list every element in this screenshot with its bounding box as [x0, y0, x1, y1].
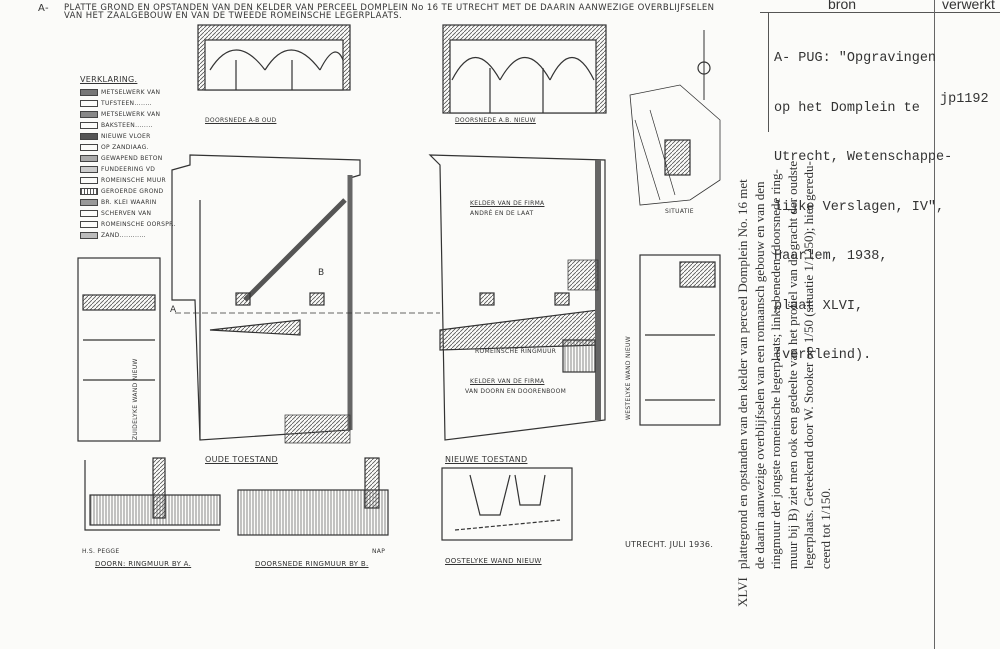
label-ring-a: DOORN: RINGMUUR BY A.: [95, 560, 192, 568]
legend-swatch: [80, 144, 98, 151]
plan-new-drawing: [428, 154, 606, 441]
label-roman-wall: ROMEINSCHE RINGMUUR: [475, 348, 557, 355]
legend-item: OP ZANDIAAG.: [101, 144, 149, 151]
caption-text: plattegrond en opstanden van den kelder …: [735, 161, 845, 569]
caption-line: legerplaats. Geteekend door W. Stooker o…: [801, 161, 816, 570]
label-nap: NAP: [372, 548, 386, 555]
legend-item: ZAND............: [101, 232, 147, 239]
legend-item: ROMEINSCHE MUUR: [101, 177, 166, 184]
label-old-state: OUDE TOESTAND: [205, 455, 279, 464]
legend-swatch: [80, 210, 98, 217]
legend-swatch: [80, 89, 98, 96]
source-line: Utrecht, Wetenschappe-: [774, 150, 953, 165]
source-reference: A- PUG: "Opgravingen op het Domplein te …: [774, 18, 952, 381]
header-rule-top: [760, 12, 1000, 13]
source-line: plaat XLVI,: [774, 298, 864, 314]
legend-swatch: [80, 111, 98, 118]
caption-number: XLVI: [735, 577, 750, 607]
plate-title-1: PLATTE GROND EN OPSTANDEN VAN DEN KELDER…: [64, 3, 715, 13]
legend-item: SCHERVEN VAN: [101, 210, 152, 217]
legend-item: GEWAPEND BETON: [101, 155, 163, 162]
legend-item: METSELWERK VAN: [101, 111, 161, 118]
legend-swatch: [80, 155, 98, 162]
label-marker-a: A: [170, 305, 177, 315]
legend-item: TUFSTEEN........: [101, 100, 153, 107]
label-new-state: NIEUWE TOESTAND: [445, 455, 528, 464]
plan-old-drawing: [171, 154, 440, 444]
label-south-wall: ZUIDELYKE WAND NIEUW: [132, 358, 139, 440]
ring-wall-section-a: [84, 457, 221, 531]
label-cellar-2b: VAN DOORN EN DOORENBOOM: [465, 388, 567, 395]
west-wall-elevation: [639, 254, 721, 426]
label-section-new: DOORSNEDE A.B. NIEUW: [455, 117, 536, 124]
legend-swatch: [80, 188, 98, 195]
column-header-bron: bron: [828, 0, 857, 12]
source-line: Haarlem, 1938,: [774, 249, 888, 264]
section-old-drawing: [197, 24, 351, 91]
situation-map: [629, 30, 721, 206]
label-date: UTRECHT. JULI 1936.: [625, 540, 714, 549]
caption-line: ringmuur der jongste romeinsche legerpla…: [768, 169, 783, 570]
caption-line: muur bij B) ziet men ook een gedeelte va…: [784, 160, 800, 570]
legend-swatch: [80, 100, 98, 107]
source-line: lijke Verslagen, IV",: [774, 199, 945, 215]
label-cellar-1: KELDER VAN DE FIRMA: [470, 200, 545, 207]
source-line: (verkleind).: [774, 348, 872, 363]
section-new-drawing: [442, 24, 607, 114]
legend-swatch: [80, 122, 98, 129]
label-situation: SITUATIE: [665, 208, 694, 215]
caption-line: ceerd tot 1/150.: [817, 487, 833, 570]
legend-item: GEROERDE GROND: [101, 188, 164, 195]
legend-title: VERKLARING.: [80, 75, 138, 84]
legend-swatch: [80, 232, 98, 239]
legend-item: NIEUWE VLOER: [101, 133, 151, 140]
label-cellar-2: KELDER VAN DE FIRMA: [470, 378, 545, 385]
legend-item: BAKSTEEN........: [101, 122, 153, 129]
plate-prefix: A-: [38, 3, 50, 14]
caption-line: plattegrond en opstanden van den kelder …: [735, 179, 750, 570]
label-ring-b: DOORSNEDE RINGMUUR BY B.: [255, 560, 369, 568]
plate-caption: XLVI plattegrond en opstanden van den ke…: [735, 132, 845, 607]
legend: VERKLARING. METSELWERK VAN TUFSTEEN.....…: [80, 75, 176, 241]
legend-item: ROMEINSCHE OORSPR.: [101, 221, 176, 228]
label-cellar-1b: ANDRÉ EN DE LAAT: [470, 210, 534, 217]
label-marker-b: B: [318, 268, 325, 278]
legend-swatch: [80, 166, 98, 173]
plate-title-2: VAN HET ZAALGEBOUW EN VAN DE TWEEDE ROME…: [64, 11, 403, 21]
legend-item: METSELWERK VAN: [101, 89, 161, 96]
legend-swatch: [80, 221, 98, 228]
header-divider-mid: [934, 0, 935, 649]
header-divider-left: [768, 12, 769, 132]
column-header-verwerkt: verwerkt: [942, 0, 995, 12]
processed-id: jp1192: [940, 92, 989, 107]
architectural-drawing: [77, 24, 721, 541]
legend-item: FUNDEERING VD: [101, 166, 156, 173]
legend-swatch: [80, 177, 98, 184]
source-line: A- PUG: "Opgravingen: [774, 51, 937, 66]
label-west-wall: WESTELYKE WAND NIEUW: [625, 336, 632, 420]
label-east-wall: OOSTELYKE WAND NIEUW: [445, 557, 542, 565]
label-initials: H.S. PEGGE: [82, 548, 120, 555]
east-wall-section: [441, 467, 573, 541]
legend-item: BR. KLEI WAARIN: [101, 199, 157, 206]
label-section-old: DOORSNEDE A-B OUD: [205, 117, 277, 124]
caption-line: de daarin aanwezige overblijfselen van e…: [751, 181, 767, 570]
legend-swatch: [80, 133, 98, 140]
source-line: op het Domplein te: [774, 100, 920, 116]
legend-swatch: [80, 199, 98, 206]
ring-wall-section-b: [237, 457, 389, 536]
south-wall-elevation: [77, 257, 161, 442]
